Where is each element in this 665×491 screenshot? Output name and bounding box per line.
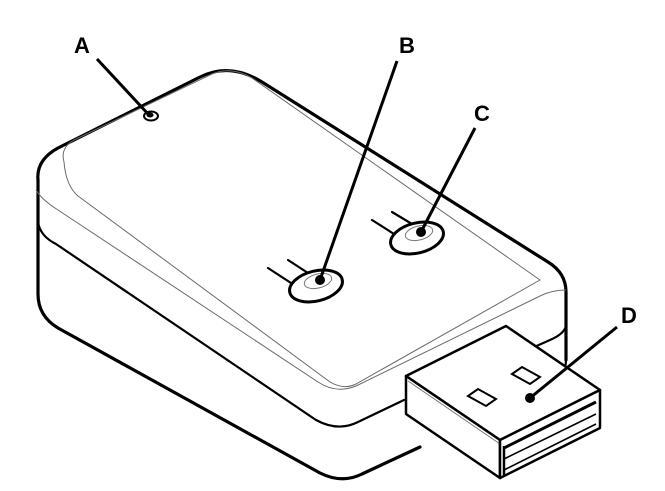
leader-b bbox=[318, 60, 399, 281]
callout-label-c: C bbox=[474, 101, 490, 126]
usb-a-connector bbox=[404, 324, 602, 480]
leader-d bbox=[529, 325, 618, 400]
device-body bbox=[35, 68, 568, 481]
callout-label-a: A bbox=[74, 33, 90, 58]
leader-c bbox=[419, 127, 477, 233]
leader-a bbox=[95, 57, 151, 117]
indicator-led-hole bbox=[143, 110, 159, 122]
button-left bbox=[266, 258, 344, 304]
callout-label-b: B bbox=[399, 33, 415, 58]
button-right bbox=[370, 210, 445, 256]
callout-label-d: D bbox=[621, 303, 637, 328]
callout-leaders bbox=[95, 57, 618, 403]
